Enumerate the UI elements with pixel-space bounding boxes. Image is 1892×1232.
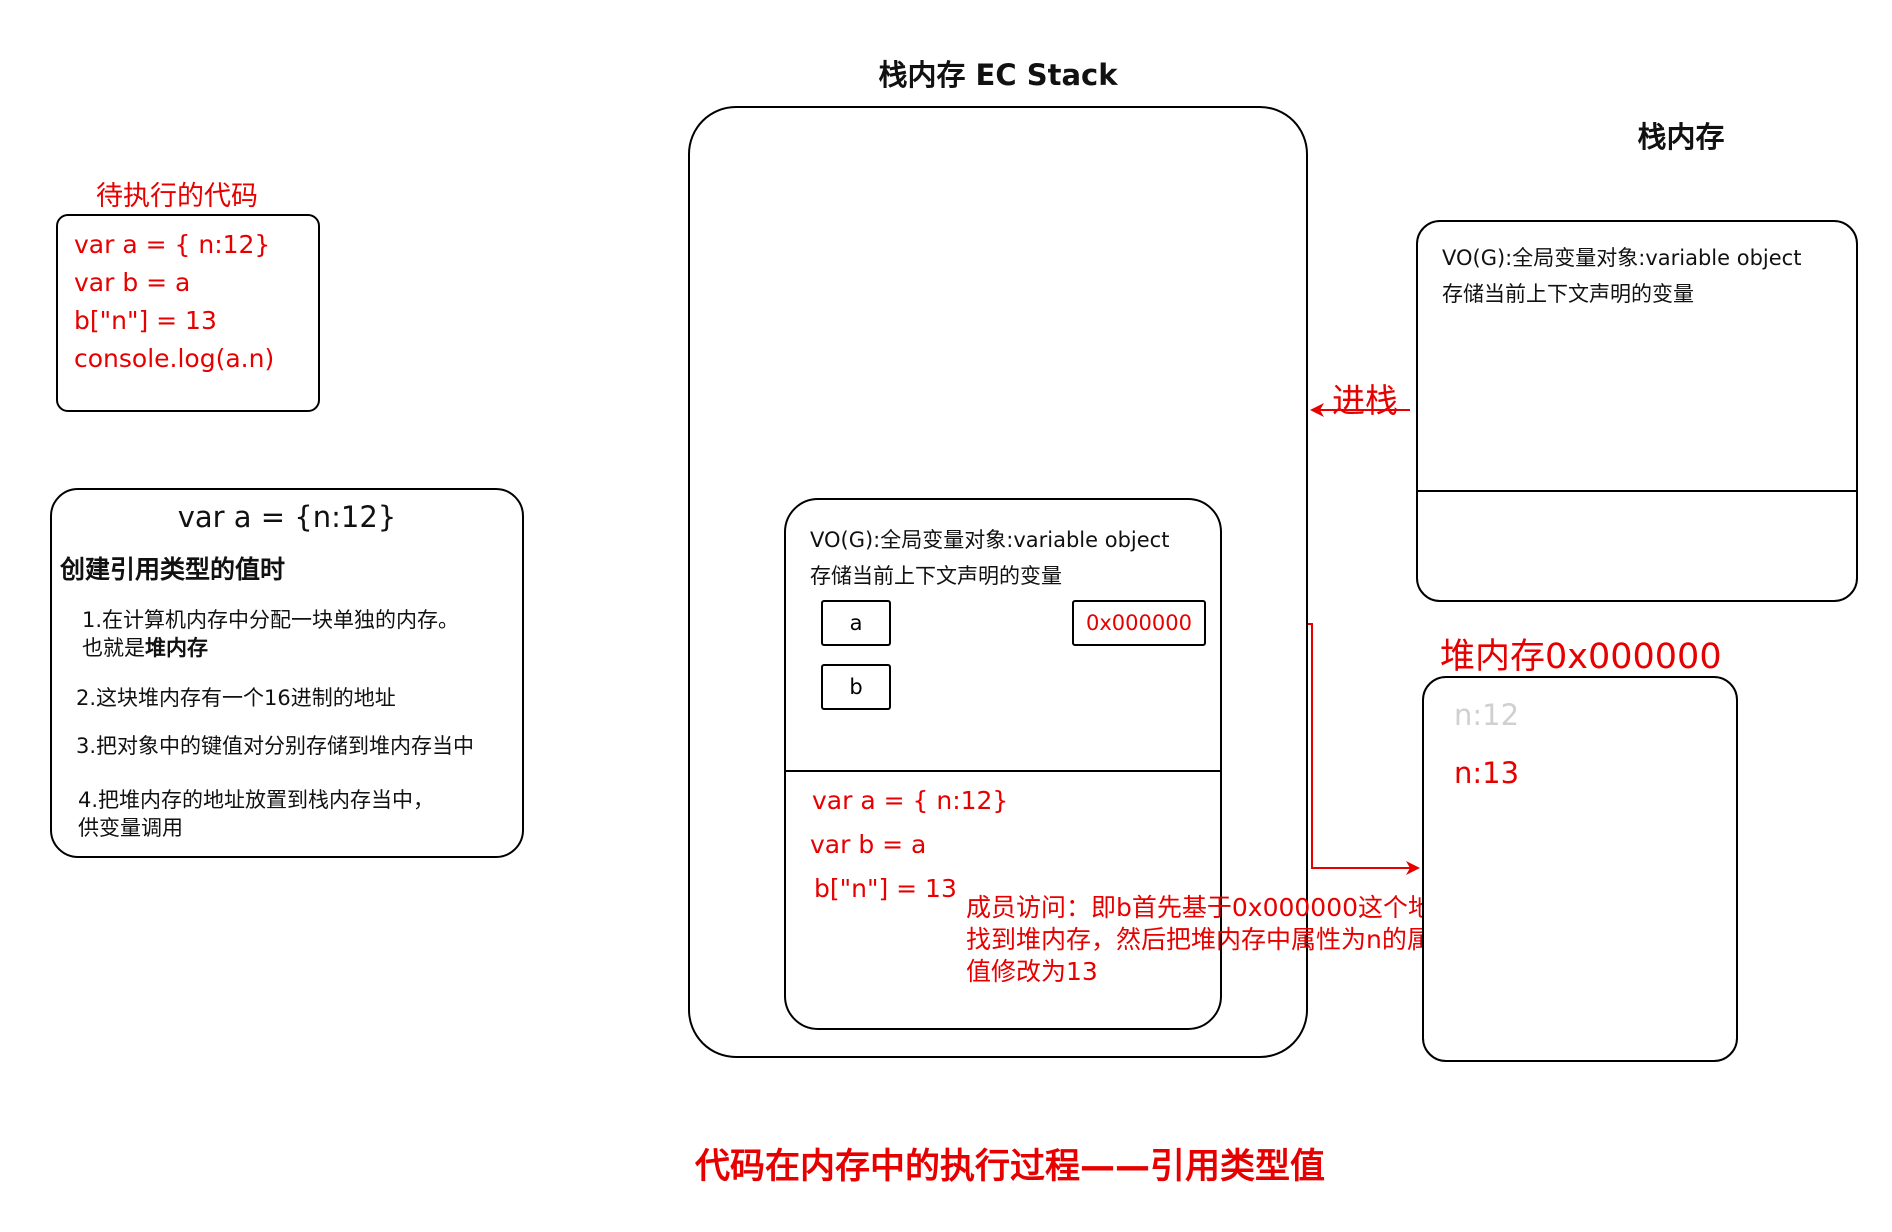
code-line: var a = { n:12} bbox=[74, 230, 271, 259]
var-b-label: b bbox=[849, 675, 863, 699]
explain-subtitle: 创建引用类型的值时 bbox=[60, 555, 286, 584]
var-b-box: b bbox=[821, 664, 891, 710]
heap-old-value: n:12 bbox=[1454, 698, 1520, 732]
code-line: var b = a bbox=[74, 268, 191, 297]
address-box: 0x000000 bbox=[1072, 600, 1206, 646]
member-access-note-line-2: 找到堆内存，然后把堆内存中属性为n的属性的 bbox=[966, 925, 1482, 954]
explain-step-3: 3.把对象中的键值对分别存储到堆内存当中 bbox=[76, 734, 475, 758]
step1-cont-text: 也就是 bbox=[82, 636, 145, 660]
heap-box: n:12 n:13 bbox=[1422, 676, 1738, 1062]
explain-step-1: 1.在计算机内存中分配一块单独的内存。 bbox=[82, 608, 460, 632]
ec-code-line: var a = { n:12} bbox=[812, 786, 1009, 815]
explain-panel: var a = {n:12} 创建引用类型的值时 1.在计算机内存中分配一块单独… bbox=[50, 488, 524, 858]
heap-new-value: n:13 bbox=[1454, 756, 1520, 790]
ec-vo-divider bbox=[786, 770, 1220, 772]
heap-title: 堆内存0x000000 bbox=[1440, 637, 1722, 677]
ec-code-line: var b = a bbox=[810, 830, 927, 859]
var-a-label: a bbox=[849, 611, 863, 635]
explain-step-2: 2.这块堆内存有一个16进制的地址 bbox=[76, 686, 396, 710]
explain-step-4-line-1: 4.把堆内存的地址放置到栈内存当中， bbox=[78, 788, 435, 812]
member-access-note-line-3: 值修改为13 bbox=[966, 957, 1098, 986]
step1-bold-text: 堆内存 bbox=[145, 636, 208, 660]
var-a-box: a bbox=[821, 600, 891, 646]
ec-vo-line-2: 存储当前上下文声明的变量 bbox=[810, 564, 1062, 588]
member-access-note-line-1: 成员访问：即b首先基于0x000000这个地址 bbox=[966, 893, 1459, 922]
code-panel: var a = { n:12} var b = a b["n"] = 13 co… bbox=[56, 214, 320, 412]
code-panel-title: 待执行的代码 bbox=[96, 181, 258, 212]
code-line: b["n"] = 13 bbox=[74, 306, 217, 335]
stack-right-box: VO(G):全局变量对象:variable object 存储当前上下文声明的变… bbox=[1416, 220, 1858, 602]
footer-caption: 代码在内存中的执行过程——引用类型值 bbox=[694, 1147, 1325, 1187]
ec-stack-title: 栈内存 EC Stack bbox=[878, 58, 1118, 92]
explain-step-1-cont: 也就是堆内存 bbox=[82, 632, 208, 662]
stack-right-divider bbox=[1418, 490, 1856, 492]
stack-right-title: 栈内存 bbox=[1637, 120, 1725, 154]
address-label: 0x000000 bbox=[1086, 611, 1192, 635]
ec-code-line: b["n"] = 13 bbox=[814, 874, 957, 903]
explain-step-4-line-2: 供变量调用 bbox=[78, 816, 183, 840]
ec-vo-box: VO(G):全局变量对象:variable object 存储当前上下文声明的变… bbox=[784, 498, 1222, 1030]
stack-right-vo-line-2: 存储当前上下文声明的变量 bbox=[1442, 282, 1694, 306]
code-line: console.log(a.n) bbox=[74, 344, 275, 373]
push-label: 进栈 bbox=[1332, 381, 1398, 420]
ec-vo-line-1: VO(G):全局变量对象:variable object bbox=[810, 528, 1170, 552]
stack-right-vo-line-1: VO(G):全局变量对象:variable object bbox=[1442, 246, 1802, 270]
explain-header: var a = {n:12} bbox=[177, 500, 397, 534]
